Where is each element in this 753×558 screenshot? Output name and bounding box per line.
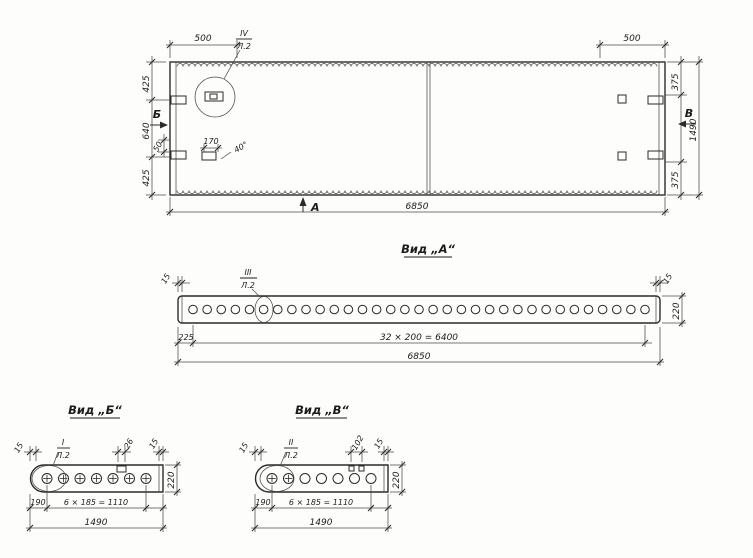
view-v-strip — [254, 464, 389, 493]
dim-spacing-b: 6 × 185 = 1110 — [64, 498, 128, 507]
view-a-title: Вид „А“ — [401, 242, 455, 256]
dim-375-top: 375 — [671, 73, 681, 90]
view-b-dimension-lines — [24, 446, 181, 532]
embedded-plates — [170, 94, 664, 161]
dim-6850-plan: 6850 — [406, 202, 429, 212]
view-b-holes — [41, 473, 152, 484]
detail-ii-label: II — [289, 438, 294, 447]
dim-220-v: 220 — [392, 471, 402, 488]
view-a-arrow-label: А — [310, 201, 320, 214]
detail-circle-ii — [259, 465, 295, 492]
panel-outline — [169, 61, 666, 196]
dim-26: 26 — [122, 437, 135, 450]
dim-spacing-a: 32 × 200 = 6400 — [380, 333, 458, 343]
dimension-ticks — [26, 41, 703, 532]
detail-iii-sheet: Л.2 — [240, 281, 255, 290]
dim-15-a-right: 15 — [661, 272, 674, 285]
dim-190-b: 190 — [30, 498, 45, 507]
dim-640: 640 — [142, 122, 152, 139]
dim-6850-a: 6850 — [408, 352, 431, 362]
detail-circle-i — [31, 465, 67, 492]
detail-iii-label: III — [244, 268, 252, 277]
view-b: Вид „Б“ I Л.2 15 26 15 220 190 — [12, 403, 181, 532]
dim-1490-b: 1490 — [85, 518, 108, 528]
section-marker-v: В — [685, 107, 693, 120]
view-a-strip — [177, 295, 661, 324]
section-arrow-b — [160, 121, 168, 129]
plan-view: IV Л.2 500 500 425 640 — [142, 29, 703, 216]
dim-40deg: 40° — [233, 140, 250, 155]
corrugated-edge-top — [176, 63, 658, 67]
dim-500-right: 500 — [623, 34, 640, 44]
dim-190-v: 190 — [255, 498, 270, 507]
dim-375-bottom: 375 — [671, 171, 681, 188]
dim-425-top: 425 — [142, 75, 152, 92]
view-a-dimension-lines — [172, 276, 686, 366]
dim-15-a-left: 15 — [159, 272, 172, 285]
dim-50: 50 — [151, 140, 164, 153]
dim-15-v-left: 15 — [237, 441, 250, 454]
view-a: Вид „А“ III Л.2 15 15 220 225 32 × 200 =… — [159, 242, 686, 366]
view-v-holes — [266, 473, 377, 484]
detail-circle-iv — [194, 76, 236, 118]
dim-500-left: 500 — [194, 34, 211, 44]
dim-220-a: 220 — [672, 302, 682, 319]
dim-220-b: 220 — [167, 471, 177, 488]
dim-1490-v: 1490 — [310, 518, 333, 528]
detail-iv-sheet: Л.2 — [236, 42, 251, 51]
detail-ii-sheet: Л.2 — [283, 451, 298, 460]
dim-1490-plan: 1490 — [689, 118, 699, 141]
dim-15-b-right: 15 — [147, 437, 160, 450]
dim-225: 225 — [178, 333, 193, 342]
dim-425-bottom: 425 — [142, 169, 152, 186]
plan-dimension-lines — [146, 40, 703, 216]
section-marker-b: Б — [153, 108, 161, 121]
detail-circle-iii — [254, 296, 274, 323]
dim-15-v-right: 15 — [372, 437, 385, 450]
view-a-holes — [188, 304, 650, 315]
detail-i-label: I — [62, 438, 65, 447]
dim-15-b-left: 15 — [12, 441, 25, 454]
dim-170: 170 — [203, 137, 218, 146]
view-v: Вид „В“ II Л.2 15 102 15 220 — [237, 403, 406, 532]
dim-spacing-v: 6 × 185 = 1110 — [289, 498, 353, 507]
corrugated-edge-bottom — [176, 190, 658, 194]
view-b-strip — [29, 464, 164, 493]
detail-iv-label: IV — [240, 29, 248, 38]
detail-i-sheet: Л.2 — [55, 451, 70, 460]
view-v-title: Вид „В“ — [295, 403, 349, 417]
view-b-title: Вид „Б“ — [68, 403, 122, 417]
section-arrow-v — [678, 120, 686, 128]
dim-102: 102 — [350, 434, 365, 452]
